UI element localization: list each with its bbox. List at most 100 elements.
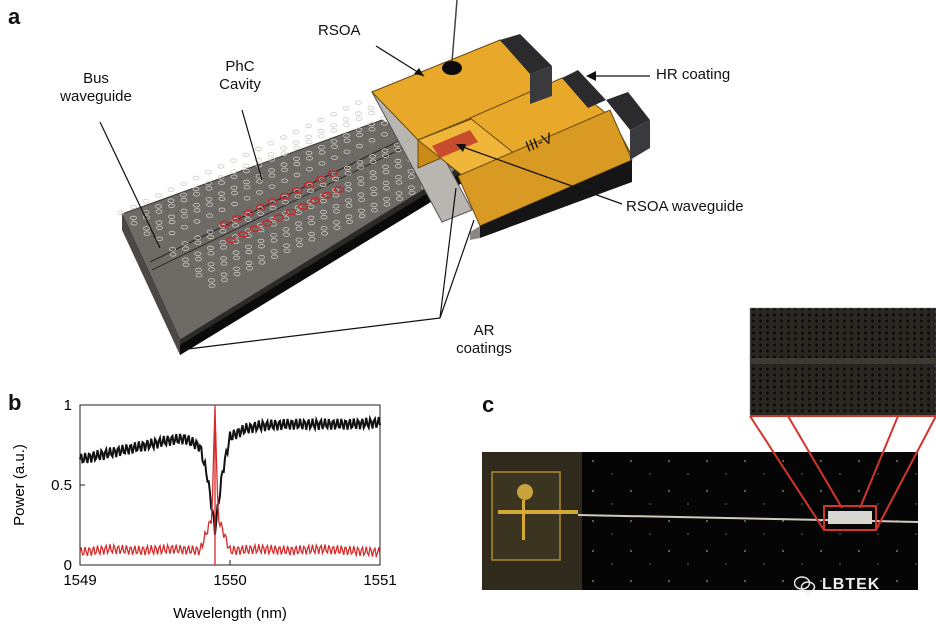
phc-hole: [408, 174, 415, 179]
phc-hole: [243, 168, 250, 174]
cavity-hole: [267, 198, 279, 205]
phc-hole: [180, 192, 187, 197]
arrow-ar-3: [439, 219, 475, 319]
phc-hole: [218, 207, 226, 212]
phc-hole: [243, 195, 251, 201]
zoom-line-4: [875, 415, 936, 531]
phc-hole: [382, 153, 389, 158]
phc-hole: [156, 236, 163, 241]
phc-hole: [230, 158, 237, 163]
phc-hole: [233, 255, 240, 260]
hr-coating-block-3: [562, 70, 606, 108]
phc-hole: [318, 161, 326, 166]
phc-hole: [243, 179, 250, 185]
phc-hole: [169, 252, 177, 257]
phc-hole: [382, 180, 390, 186]
x-tick-label: 1550: [213, 572, 246, 589]
phc-hole: [207, 234, 214, 240]
phc-hole: [283, 243, 290, 248]
phc-hole: [169, 246, 176, 252]
phc-hole: [293, 156, 300, 161]
phc-hole: [308, 231, 315, 237]
phc-hole: [319, 182, 327, 187]
hr-coating-block-1: [500, 34, 552, 74]
phc-hole: [282, 199, 289, 205]
phc-hole: [395, 180, 403, 185]
phc-hole: [355, 100, 362, 105]
phc-hole: [168, 219, 176, 225]
phc-hole: [280, 146, 287, 151]
phc-hole: [182, 246, 189, 251]
phc-hole: [368, 121, 375, 127]
phc-hole: [220, 256, 227, 261]
arrowhead-hr: [586, 71, 596, 81]
phc-hole: [168, 230, 176, 236]
phc-hole: [292, 140, 300, 145]
phc-hole: [294, 194, 302, 199]
cavity-hole: [309, 197, 321, 205]
phc-hole: [293, 172, 301, 178]
phc-hole: [344, 165, 351, 171]
phc-hole: [206, 202, 213, 207]
phc-hole: [330, 111, 337, 117]
phc-hole: [256, 179, 263, 184]
phc-hole: [282, 210, 289, 216]
cavity-hole: [279, 192, 291, 200]
phc-hole: [258, 255, 265, 260]
arrow-ar-1: [179, 317, 441, 351]
phc-hole: [320, 214, 328, 220]
phc-hole: [308, 236, 316, 242]
phc-hole: [255, 173, 263, 179]
phc-hole: [267, 151, 275, 157]
phc-hole: [194, 235, 201, 240]
arrowhead-rsoa: [414, 68, 424, 76]
phc-hole: [407, 169, 415, 174]
phc-hole: [270, 232, 277, 238]
phc-hole: [343, 138, 351, 143]
cavity-hole: [291, 187, 303, 194]
cavity-hole: [249, 225, 261, 233]
phc-hole: [355, 111, 362, 116]
phc-hole: [155, 220, 163, 225]
panel-c-letter: c: [482, 392, 495, 417]
zoom-line-2: [787, 415, 843, 509]
phc-hole: [267, 140, 275, 146]
phc-hole: [142, 198, 150, 204]
phc-hole: [232, 223, 239, 228]
phc-hole: [355, 127, 363, 132]
y-axis-label: Power (a.u.): [11, 444, 28, 526]
phc-hole: [368, 126, 376, 132]
phc-hole: [306, 166, 313, 172]
phc-hole: [308, 220, 315, 226]
phc-hole: [220, 272, 228, 277]
arrowhead-rsoa-wg: [456, 144, 466, 152]
phc-hole: [368, 110, 375, 116]
phc-hole: [218, 180, 225, 185]
cavity-hole: [273, 214, 285, 221]
phc-hole: [383, 185, 390, 191]
arrow-rsoa: [375, 45, 425, 77]
phc-hole: [217, 175, 225, 180]
phc-hole: [257, 238, 265, 244]
phc-hole: [344, 170, 352, 176]
phc-hole: [346, 219, 353, 224]
phc-hole: [258, 243, 265, 249]
phc-hole: [345, 198, 352, 203]
phc-hole: [130, 204, 137, 210]
phc-hole: [396, 196, 403, 201]
hr-coating-block-2: [530, 66, 552, 104]
cavity-hole: [333, 186, 345, 193]
phc-hole: [231, 217, 239, 223]
phc-hole: [371, 207, 378, 213]
phc-hole: [207, 245, 214, 251]
cavity-hole: [321, 191, 333, 199]
phc-hole: [195, 273, 203, 278]
phc-hole: [281, 167, 288, 172]
phc-hole: [167, 187, 175, 192]
phc-hole: [180, 197, 188, 203]
phc-hole: [408, 190, 416, 195]
phc-hole: [242, 152, 250, 157]
phc-hole: [293, 145, 300, 150]
phc-hole: [281, 178, 288, 183]
phc-hole: [231, 201, 238, 207]
